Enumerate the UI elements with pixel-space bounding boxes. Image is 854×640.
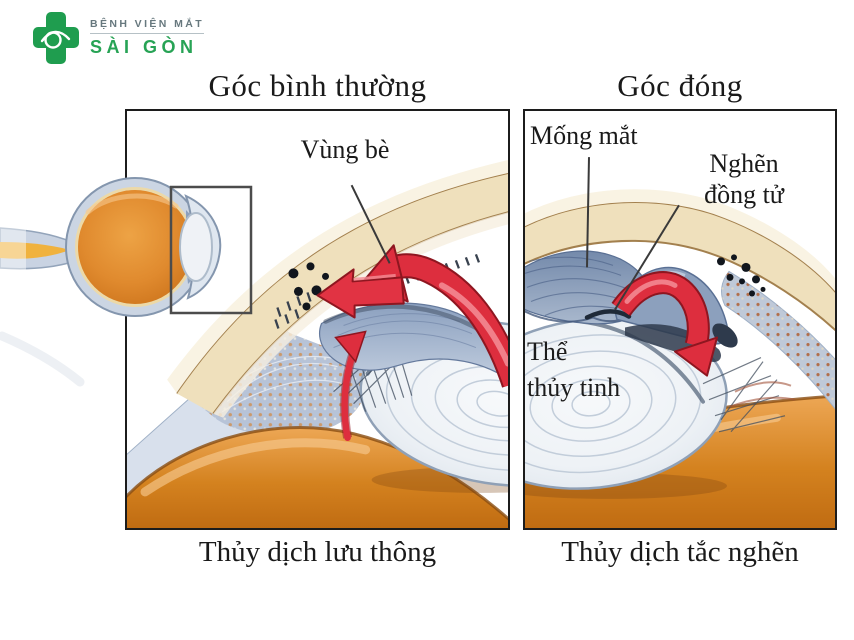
zonule-fibers xyxy=(702,357,786,433)
open-angle-illustration xyxy=(127,111,508,528)
pupil-block-contact xyxy=(584,309,632,320)
hospital-cross-icon xyxy=(33,12,79,64)
label-pupil-block: Nghẽn đồng tử xyxy=(704,149,784,209)
label-trabecular: Vùng bè xyxy=(300,135,390,164)
muscle-streak xyxy=(0,331,85,387)
aqueous-flow-arrows xyxy=(316,244,508,442)
eyeball xyxy=(65,177,222,317)
pigment-dots xyxy=(717,254,766,297)
cornea-shape xyxy=(525,189,835,332)
hospital-name-top: BỆNH VIỆN MẮT xyxy=(90,18,205,30)
pupil-block-pointer-line xyxy=(614,204,680,311)
iris-pointer-line xyxy=(586,157,590,268)
trabecular-pointer-line xyxy=(350,184,391,264)
inset-lens xyxy=(179,212,213,282)
closed-angle-panel xyxy=(523,109,837,530)
left-panel-caption: Thủy dịch lưu thông xyxy=(198,536,437,568)
pigment-dots xyxy=(288,262,335,311)
hospital-name-bottom: SÀI GÒN xyxy=(90,37,198,57)
logo-divider xyxy=(90,33,205,34)
left-panel-title: Góc bình thường xyxy=(208,68,427,103)
hospital-logo: BỆNH VIỆN MẮT SÀI GÒN xyxy=(33,12,205,64)
sclera-wedge xyxy=(721,270,835,410)
closed-angle-illustration xyxy=(525,111,835,528)
magnified-region-box xyxy=(169,185,253,315)
open-angle-panel xyxy=(125,109,510,530)
optic-nerve xyxy=(0,220,73,276)
whole-eye-inset xyxy=(0,177,253,387)
label-lens: Thể thủy tinh xyxy=(527,337,621,402)
right-panel-caption: Thủy dịch tắc nghẽn xyxy=(561,536,799,568)
right-panel-title: Góc đóng xyxy=(617,68,743,103)
label-iris: Mống mắt xyxy=(530,121,638,150)
blocked-flow-arrow xyxy=(611,271,718,377)
ciliary-body xyxy=(197,327,366,436)
eye-icon xyxy=(40,30,71,49)
